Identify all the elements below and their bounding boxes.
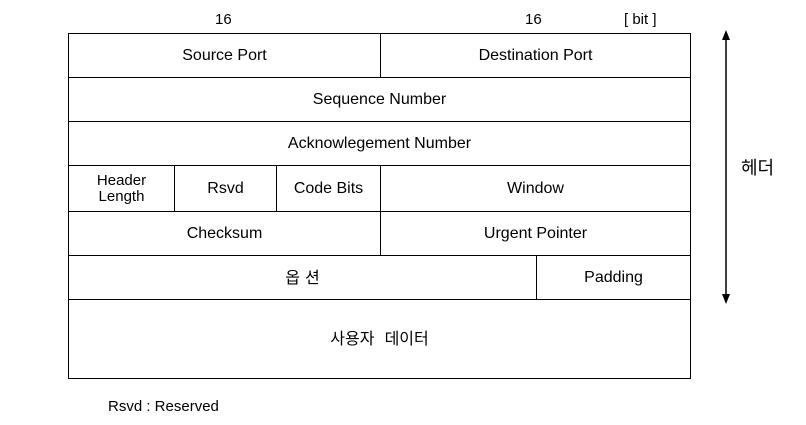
reserved-label: Rsvd (207, 179, 244, 197)
destination-port-label: Destination Port (478, 46, 593, 64)
padding-label: Padding (584, 268, 643, 286)
bit-width-right-label: 16 (525, 11, 542, 28)
options-label: 옵 션 (285, 267, 320, 287)
header-length-field: Header Length (68, 165, 175, 212)
footnote-text: Rsvd : Reserved (108, 398, 219, 415)
sequence-number-field: Sequence Number (68, 77, 691, 122)
header-length-label-line2: Length (98, 187, 145, 205)
header-span-arrow-icon (722, 30, 730, 304)
acknowledgement-number-label: Acknowlegement Number (287, 134, 472, 152)
sequence-number-label: Sequence Number (312, 90, 447, 108)
padding-field: Padding (536, 255, 691, 300)
code-bits-field: Code Bits (276, 165, 381, 212)
destination-port-field: Destination Port (380, 33, 691, 78)
reserved-field: Rsvd (174, 165, 277, 212)
header-length-label-line1: Header (96, 171, 147, 189)
checksum-label: Checksum (186, 224, 263, 242)
window-field: Window (380, 165, 691, 212)
source-port-label: Source Port (182, 46, 267, 64)
source-port-field: Source Port (68, 33, 381, 78)
bit-unit-label: [ bit ] (624, 11, 657, 28)
user-data-label: 사용자 데이터 (330, 329, 429, 349)
header-bracket-label: 헤더 (741, 158, 775, 179)
checksum-field: Checksum (68, 211, 381, 256)
window-label: Window (507, 179, 564, 197)
user-data-field: 사용자 데이터 (68, 299, 691, 379)
urgent-pointer-field: Urgent Pointer (380, 211, 691, 256)
urgent-pointer-label: Urgent Pointer (483, 224, 588, 242)
acknowledgement-number-field: Acknowlegement Number (68, 121, 691, 166)
options-field: 옵 션 (68, 255, 537, 300)
bit-width-left-label: 16 (215, 11, 232, 28)
code-bits-label: Code Bits (293, 179, 364, 197)
